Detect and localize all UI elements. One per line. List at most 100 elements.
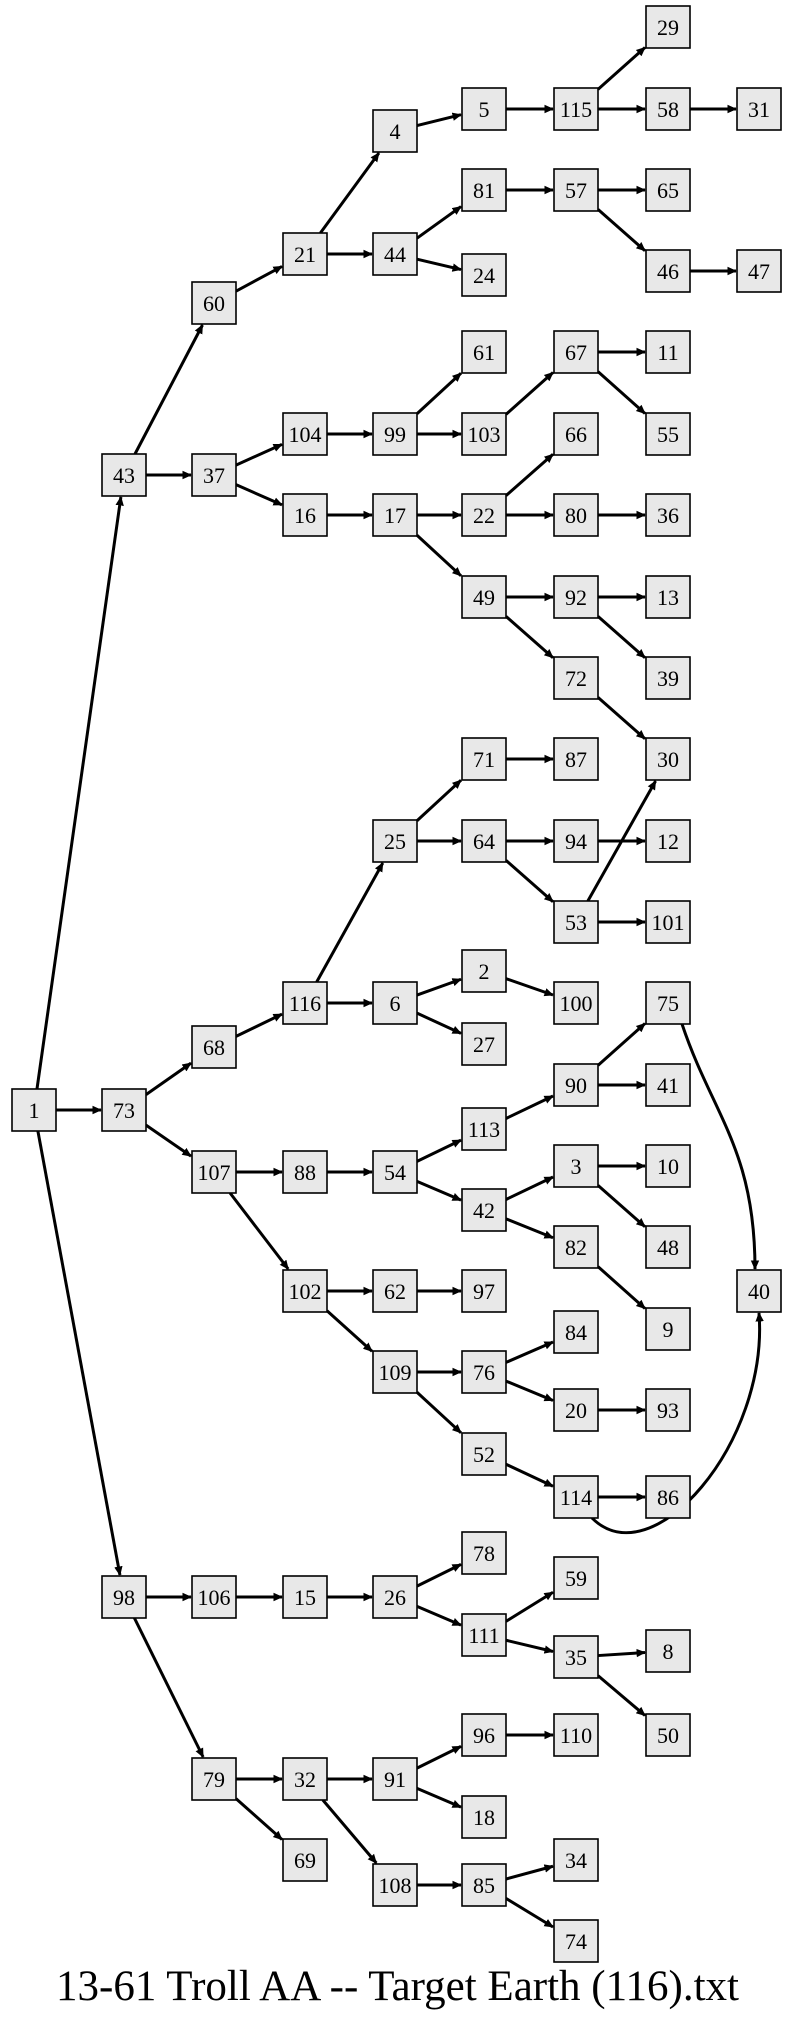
edge-111-to-59 xyxy=(505,1590,554,1623)
node-47: 47 xyxy=(736,249,782,293)
edge-26-to-111 xyxy=(416,1605,462,1627)
edge-116-to-25 xyxy=(315,862,385,983)
node-box xyxy=(191,453,237,497)
node-label: 30 xyxy=(657,747,679,772)
node-9: 9 xyxy=(645,1307,691,1351)
node-label: 16 xyxy=(294,503,316,528)
edge-73-to-107 xyxy=(145,1123,192,1158)
node-box xyxy=(553,1388,599,1432)
node-box xyxy=(191,1575,237,1619)
node-box xyxy=(645,493,691,537)
edge-75-to-40 xyxy=(680,1023,760,1270)
node-label: 32 xyxy=(294,1767,316,1792)
node-79: 79 xyxy=(191,1757,237,1801)
node-label: 102 xyxy=(289,1279,322,1304)
edge-42-to-82 xyxy=(505,1217,554,1240)
node-label: 50 xyxy=(657,1723,679,1748)
edge-49-to-72 xyxy=(505,615,554,659)
node-label: 82 xyxy=(565,1235,587,1260)
node-21: 21 xyxy=(282,232,328,276)
node-box xyxy=(645,575,691,619)
node-box xyxy=(553,1310,599,1354)
node-26: 26 xyxy=(372,1575,418,1619)
node-box xyxy=(645,737,691,781)
node-99: 99 xyxy=(372,412,418,456)
node-84: 84 xyxy=(553,1310,599,1354)
node-20: 20 xyxy=(553,1388,599,1432)
node-box xyxy=(282,493,328,537)
node-label: 88 xyxy=(294,1160,316,1185)
node-box xyxy=(372,981,418,1025)
edge-21-to-4 xyxy=(319,152,381,234)
node-107: 107 xyxy=(191,1150,237,1194)
node-label: 41 xyxy=(657,1073,679,1098)
node-111: 111 xyxy=(461,1613,507,1657)
edge-22-to-66 xyxy=(505,453,554,497)
node-box xyxy=(282,1150,328,1194)
edge-6-to-2 xyxy=(416,977,462,997)
node-53: 53 xyxy=(553,900,599,944)
node-label: 97 xyxy=(473,1279,495,1304)
node-22: 22 xyxy=(461,493,507,537)
node-label: 37 xyxy=(203,463,225,488)
edge-113-to-90 xyxy=(505,1094,554,1120)
edge-52-to-114 xyxy=(505,1462,554,1488)
node-43: 43 xyxy=(101,453,147,497)
node-box xyxy=(461,949,507,993)
node-label: 6 xyxy=(390,991,401,1016)
node-72: 72 xyxy=(553,656,599,700)
edge-35-to-50 xyxy=(597,1674,646,1717)
node-box xyxy=(553,1556,599,1600)
node-32: 32 xyxy=(282,1757,328,1801)
node-label: 85 xyxy=(473,1873,495,1898)
node-54: 54 xyxy=(372,1150,418,1194)
node-box xyxy=(191,281,237,325)
edge-26-to-78 xyxy=(416,1563,462,1588)
node-label: 3 xyxy=(571,1154,582,1179)
node-label: 110 xyxy=(560,1723,592,1748)
node-116: 116 xyxy=(282,981,328,1025)
edge-115-to-29 xyxy=(597,46,646,91)
node-box xyxy=(461,168,507,212)
node-label: 80 xyxy=(565,503,587,528)
node-label: 27 xyxy=(473,1032,495,1057)
node-81: 81 xyxy=(461,168,507,212)
node-box xyxy=(282,981,328,1025)
node-label: 91 xyxy=(384,1767,406,1792)
edges-layer xyxy=(35,46,764,1929)
node-label: 34 xyxy=(565,1848,587,1873)
node-16: 16 xyxy=(282,493,328,537)
node-box xyxy=(553,656,599,700)
node-label: 61 xyxy=(473,340,495,365)
node-label: 111 xyxy=(468,1623,499,1648)
node-box xyxy=(101,453,147,497)
node-box xyxy=(645,1063,691,1107)
node-label: 48 xyxy=(657,1235,679,1260)
node-92: 92 xyxy=(553,575,599,619)
node-64: 64 xyxy=(461,819,507,863)
node-box xyxy=(461,575,507,619)
node-34: 34 xyxy=(553,1838,599,1882)
node-label: 94 xyxy=(565,829,587,854)
node-label: 47 xyxy=(748,259,770,284)
node-box xyxy=(553,1635,599,1679)
edge-76-to-20 xyxy=(505,1379,554,1402)
edge-85-to-34 xyxy=(505,1864,554,1881)
node-74: 74 xyxy=(553,1919,599,1963)
node-103: 103 xyxy=(461,412,507,456)
node-24: 24 xyxy=(461,253,507,297)
edge-2-to-100 xyxy=(505,977,554,997)
node-box xyxy=(645,656,691,700)
node-box xyxy=(101,1575,147,1619)
node-label: 101 xyxy=(652,910,685,935)
node-label: 44 xyxy=(384,242,406,267)
node-box xyxy=(645,330,691,374)
node-106: 106 xyxy=(191,1575,237,1619)
node-label: 36 xyxy=(657,503,679,528)
node-label: 35 xyxy=(565,1645,587,1670)
node-box xyxy=(553,900,599,944)
node-label: 114 xyxy=(560,1485,592,1510)
node-62: 62 xyxy=(372,1269,418,1313)
node-label: 103 xyxy=(468,422,501,447)
